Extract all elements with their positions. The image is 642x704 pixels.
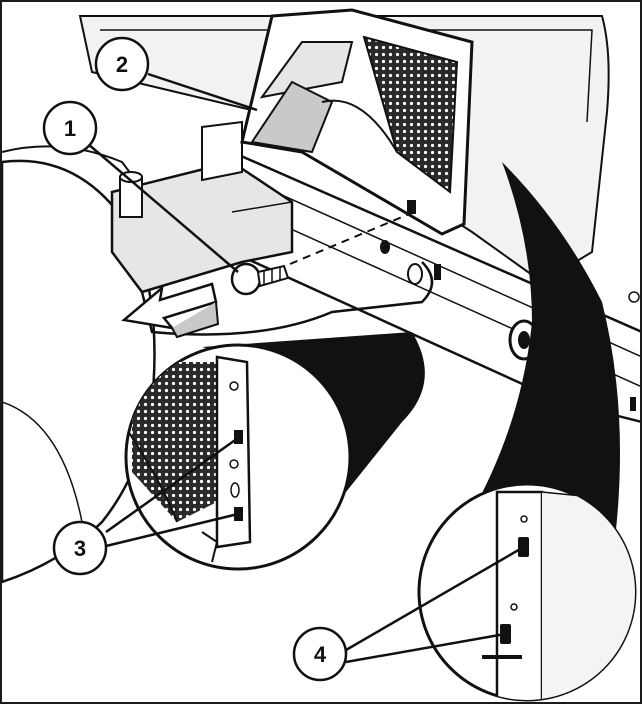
fastener-dashed-path [289,211,415,265]
callout-4: 4 [292,626,348,682]
callout-2-label: 2 [116,52,128,77]
callout-2: 2 [94,36,150,92]
upper-detail-view [124,343,352,571]
mounting-block [110,120,434,336]
lower-detail-view [417,482,637,702]
leader-lines [87,72,523,664]
leader-3b [105,512,239,548]
leader-3a [105,436,239,534]
callout-1-label: 1 [64,116,76,141]
leader-1 [87,143,239,273]
callout-3-label: 3 [74,536,86,561]
detail-connector-top [202,332,425,569]
callout-4-label: 4 [314,642,327,667]
leader-2 [147,72,258,112]
callout-1: 1 [42,100,98,156]
callout-3: 3 [52,520,108,576]
leader-4b [345,632,506,664]
grille-bracket-panel [240,8,474,236]
push-pin-icon [230,262,290,296]
removal-direction-arrow-icon [121,282,220,339]
leader-4a [345,546,523,652]
